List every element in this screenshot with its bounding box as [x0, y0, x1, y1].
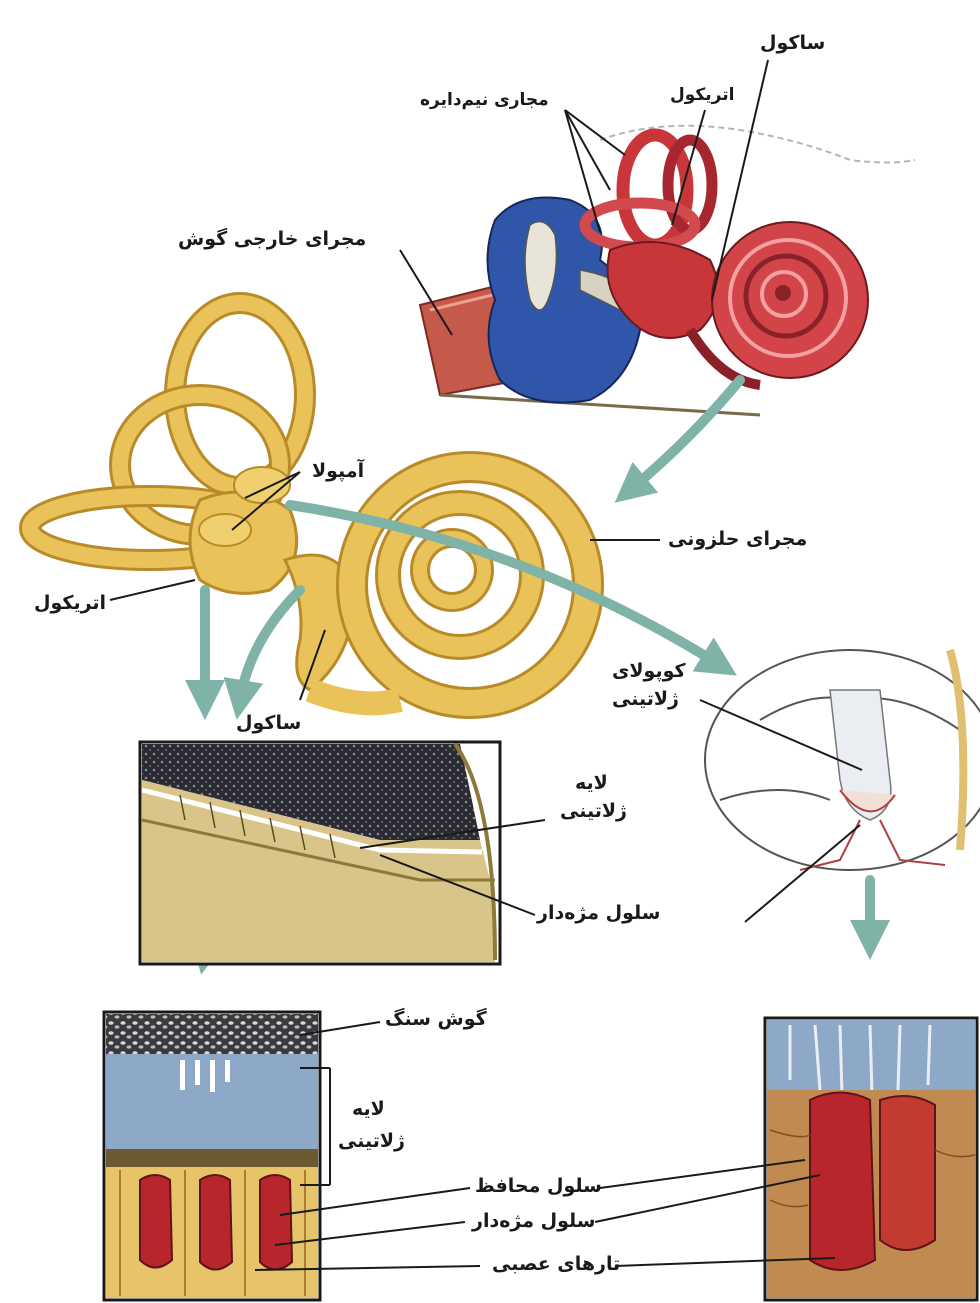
label-supporting-cell: سلول محافظ: [475, 1175, 602, 1199]
label-gel-layer-mid-line1: لایه: [575, 772, 608, 796]
label-gel-layer-mid-line2: ژلاتینی: [560, 800, 627, 824]
macula-section-box: [140, 742, 500, 964]
label-hair-cell-bottom: سلول مژه‌دار: [472, 1210, 595, 1234]
label-cupula-line1: کوپولای: [612, 660, 686, 684]
label-gel-layer-bottom-line2: ژلاتینی: [338, 1130, 405, 1154]
label-cochlear-duct: مجرای حلزونی: [668, 528, 807, 552]
label-semicircular-canals: مجاری نیم‌دایره: [420, 90, 549, 111]
label-saccule-top: ساکول: [760, 32, 825, 56]
label-otolith: گوش سنگ: [385, 1008, 487, 1032]
label-gel-layer-bottom-line1: لایه: [352, 1098, 385, 1122]
cupula-illustration: [705, 650, 980, 870]
label-external-ear-canal: مجرای خارجی گوش: [178, 228, 366, 252]
label-cupula-line2: ژلاتینی: [612, 688, 679, 712]
whole-ear-illustration: [420, 126, 915, 415]
label-utricle-top: اتریکول: [670, 85, 734, 106]
crista-cells-box: [765, 1018, 977, 1300]
label-utricle-mid: اتریکول: [34, 592, 106, 616]
label-hair-cell-mid: سلول مژه‌دار: [537, 902, 660, 926]
label-saccule-mid: ساکول: [236, 712, 301, 736]
label-nerve-fibers: تارهای عصبی: [492, 1253, 620, 1277]
otolith-organ-box: [104, 1012, 320, 1300]
label-ampulla: آمپولا: [312, 460, 364, 484]
